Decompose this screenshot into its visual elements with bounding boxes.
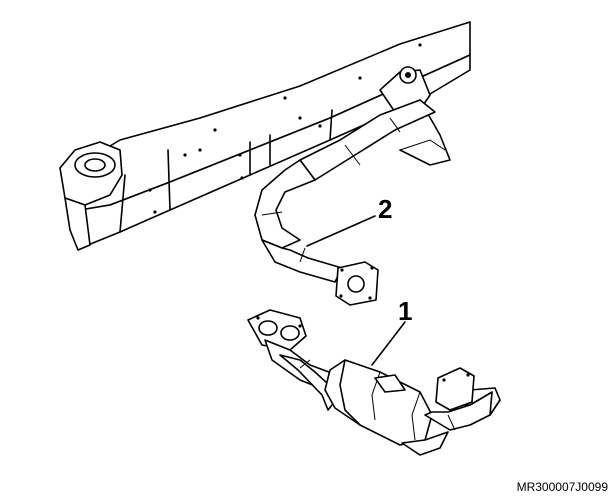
callout-1: 1: [371, 296, 412, 366]
reference-code: MR300007J0099: [517, 480, 609, 494]
chassis-frame: [59, 21, 471, 251]
front-exhaust-pipe: [254, 99, 436, 306]
callout-2: 2: [306, 194, 392, 247]
catalytic-converter: [247, 309, 501, 456]
callout-1-label: 1: [398, 296, 412, 326]
callout-2-label: 2: [378, 194, 392, 224]
callout-2-leader: [306, 215, 376, 247]
callout-1-leader: [371, 321, 406, 366]
